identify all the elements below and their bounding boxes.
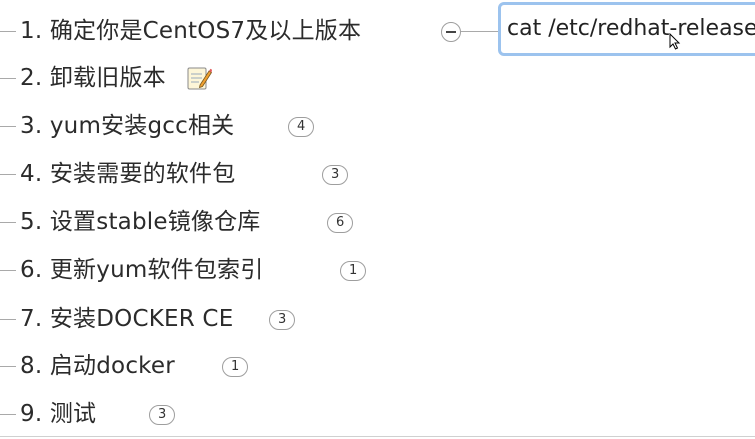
node-5-label: 5. 设置stable镜像仓库 [20,209,261,235]
child-count-badge[interactable]: 1 [222,357,249,377]
node-7[interactable]: 7. 安装DOCKER CE [0,299,233,339]
connector-line [0,30,16,32]
connector-line [0,269,16,271]
connector-line [0,125,16,127]
child-node-command[interactable]: cat /etc/redhat-release [498,2,755,56]
node-4-label: 4. 安装需要的软件包 [20,161,236,187]
connector-line [0,413,16,415]
child-node-text: cat /etc/redhat-release [507,16,755,41]
child-count-badge[interactable]: 3 [149,405,176,425]
connector-line [0,221,16,223]
node-8-label: 8. 启动docker [20,353,175,379]
node-8[interactable]: 8. 启动docker [0,346,175,386]
connector-line [0,318,16,320]
connector-line [0,173,16,175]
node-1-label: 1. 确定你是CentOS7及以上版本 [20,18,362,44]
node-6[interactable]: 6. 更新yum软件包索引 [0,250,263,290]
node-7-label: 7. 安装DOCKER CE [20,306,234,332]
node-9[interactable]: 9. 测试 [0,394,96,434]
node-5[interactable]: 5. 设置stable镜像仓库 [0,202,261,242]
node-4[interactable]: 4. 安装需要的软件包 [0,154,235,194]
connector-line [0,77,16,79]
child-count-badge[interactable]: 1 [340,261,367,281]
node-3-label: 3. yum安装gcc相关 [20,113,235,139]
collapse-icon[interactable] [441,22,461,42]
node-9-label: 9. 测试 [20,401,97,427]
bottom-divider [0,436,755,437]
node-1[interactable]: 1. 确定你是CentOS7及以上版本 [0,11,361,51]
child-count-badge[interactable]: 4 [288,117,315,137]
connector-line [0,365,16,367]
text-cursor-icon [669,33,681,50]
node-2-label: 2. 卸载旧版本 [20,65,166,91]
child-count-badge[interactable]: 3 [269,310,296,330]
node-3[interactable]: 3. yum安装gcc相关 [0,106,234,146]
branch-line [461,31,499,32]
notepad-icon[interactable] [186,65,212,91]
child-count-badge[interactable]: 6 [327,213,354,233]
child-count-badge[interactable]: 3 [322,165,349,185]
node-6-label: 6. 更新yum软件包索引 [20,257,264,283]
node-2[interactable]: 2. 卸载旧版本 [0,58,212,98]
